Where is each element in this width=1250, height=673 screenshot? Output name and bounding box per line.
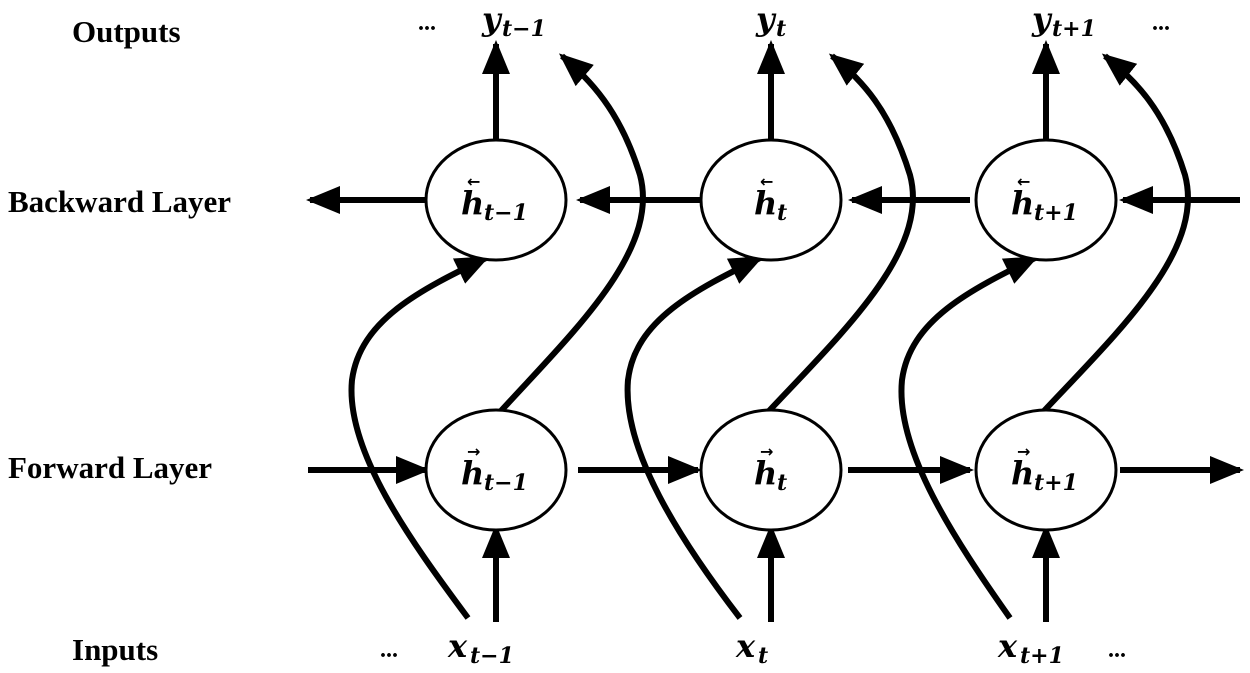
backward-h-t: h — [754, 184, 777, 222]
forward-arrow-t+1: → — [1017, 442, 1030, 461]
inputs-ellipsis-right: ... — [1108, 637, 1126, 663]
backward-sub-t-1: t−1 — [484, 200, 528, 226]
forward-h-t-1: h — [461, 454, 484, 492]
input-x-base-t: x — [735, 627, 756, 665]
forward-node-t: → h t — [699, 408, 843, 532]
input-x-sub-t+1: t+1 — [1020, 643, 1064, 669]
output-y-t-1: y t−1 — [481, 0, 546, 42]
backward-h-t-1: h — [461, 184, 484, 222]
input-x-sub-t-1: t−1 — [470, 643, 514, 669]
backward-node-t+1: ← h t+1 — [974, 138, 1118, 262]
inputs-label: Inputs — [72, 632, 158, 667]
forward-h-t+1: h — [1011, 454, 1034, 492]
forward-to-output-curve-t-1 — [497, 53, 646, 415]
forward-sub-t-1: t−1 — [484, 470, 528, 496]
forward-sub-t+1: t+1 — [1034, 470, 1078, 496]
input-x-t: x t — [735, 627, 768, 669]
input-x-t+1: x t+1 — [997, 627, 1064, 669]
forward-to-output-curve-t — [765, 53, 916, 415]
input-to-backward-curve-t-1 — [348, 255, 490, 620]
output-y-base-t+1: y — [1031, 0, 1053, 38]
input-x-base-t+1: x — [997, 627, 1018, 665]
forward-layer-label: Forward Layer — [8, 450, 212, 485]
backward-arrow-t+1: ← — [1017, 172, 1030, 191]
output-y-base-t-1: y — [481, 0, 503, 38]
forward-arrow-t-1: → — [467, 442, 480, 461]
outputs-label: Outputs — [72, 14, 181, 49]
output-y-sub-t-1: t−1 — [502, 16, 546, 42]
output-y-base-t: y — [755, 0, 777, 38]
forward-node-t+1: → h t+1 — [974, 408, 1118, 532]
output-y-sub-t: t — [776, 16, 786, 42]
backward-arrow-t: ← — [760, 172, 773, 191]
forward-arrow-t: → — [760, 442, 773, 461]
inputs-ellipsis-left: ... — [380, 637, 398, 663]
input-x-t-1: x t−1 — [447, 627, 514, 669]
outputs-ellipsis-left: ... — [418, 10, 436, 36]
backward-sub-t+1: t+1 — [1034, 200, 1078, 226]
backward-arrow-t-1: ← — [467, 172, 480, 191]
output-y-t: y t — [755, 0, 786, 42]
backward-node-t: ← h t — [699, 138, 843, 262]
forward-sub-t: t — [777, 470, 787, 496]
output-y-sub-t+1: t+1 — [1052, 16, 1096, 42]
backward-node-t-1: ← h t−1 — [424, 138, 568, 262]
input-x-sub-t: t — [758, 643, 768, 669]
input-x-base-t-1: x — [447, 627, 468, 665]
backward-h-t+1: h — [1011, 184, 1034, 222]
backward-layer-label: Backward Layer — [8, 184, 231, 219]
forward-node-t-1: → h t−1 — [424, 408, 568, 532]
forward-to-output-curve-t+1 — [1040, 53, 1191, 415]
input-to-backward-curve-t — [624, 255, 764, 620]
input-to-backward-curve-t+1 — [898, 255, 1039, 620]
output-y-t+1: y t+1 — [1031, 0, 1096, 42]
forward-h-t: h — [754, 454, 777, 492]
outputs-ellipsis-right: ... — [1152, 10, 1170, 36]
backward-sub-t: t — [777, 200, 787, 226]
